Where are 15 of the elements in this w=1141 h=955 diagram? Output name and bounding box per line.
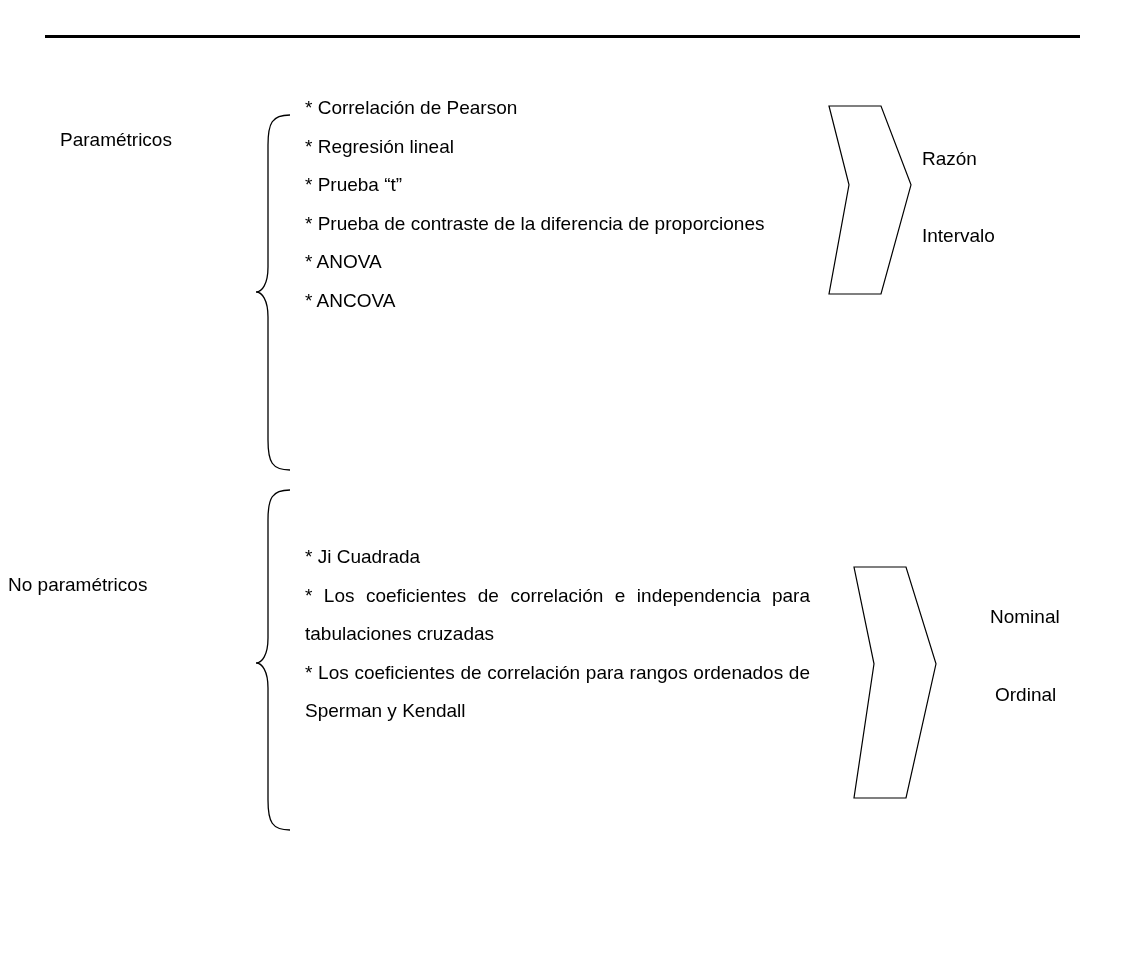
list-item: * ANOVA bbox=[305, 250, 383, 274]
category-label: Nominal bbox=[990, 605, 1060, 629]
list-item: * Los coeficientes de correlación e independencia para tabulaciones cruzadas bbox=[305, 583, 810, 646]
category-label: Ordinal bbox=[995, 683, 1057, 707]
list-item: * Correlación de Pearson bbox=[305, 96, 519, 120]
list-item: * Prueba de contraste de la diferencia de proporciones bbox=[305, 211, 766, 236]
category-label: Paramétricos bbox=[60, 128, 172, 152]
category-label: No paramétricos bbox=[8, 573, 148, 597]
list-item: * Ji Cuadrada bbox=[305, 545, 422, 569]
category-label: Razón bbox=[922, 147, 977, 171]
list-item: * Los coeficientes de correlación para rangos ordenados de Sperman y Kendall bbox=[305, 660, 810, 723]
list-item: * Prueba “t” bbox=[305, 173, 404, 197]
list-item: * Regresión lineal bbox=[305, 134, 455, 159]
category-label: Intervalo bbox=[922, 224, 995, 248]
list-item: * ANCOVA bbox=[305, 288, 397, 313]
